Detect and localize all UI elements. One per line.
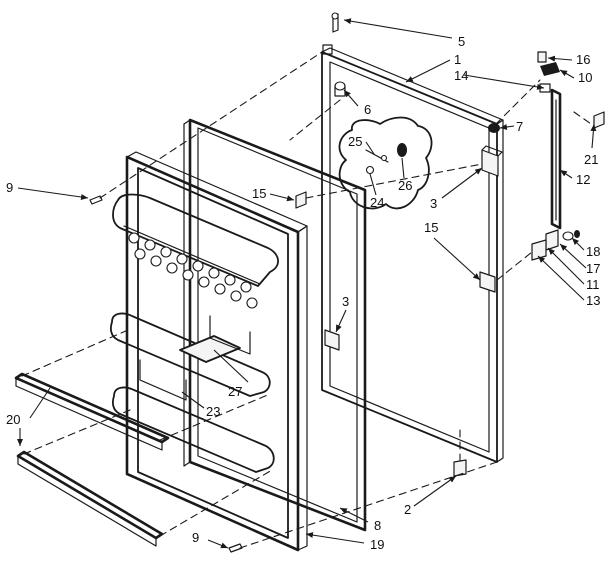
hinge-parts-18-17-11 <box>531 229 580 261</box>
lower-shelf <box>112 386 275 473</box>
outer-door-panel <box>321 44 504 463</box>
label-27: 27 <box>228 384 242 399</box>
label-9-upper: 9 <box>6 180 13 195</box>
label-3-upper: 3 <box>430 196 437 211</box>
bracket-15-left <box>295 191 307 209</box>
plug-7 <box>488 123 500 133</box>
label-12: 12 <box>576 172 590 187</box>
label-13: 13 <box>586 293 600 308</box>
hinge-bracket-15-right <box>479 271 496 293</box>
label-11: 11 <box>586 277 600 292</box>
label-16: 16 <box>576 52 590 67</box>
hinge-pin-12 <box>550 88 562 230</box>
screw-9-lower <box>228 543 243 553</box>
callout-labels: 5 1 16 14 10 6 7 25 21 26 12 9 15 3 24 1… <box>6 34 600 552</box>
door-gasket <box>183 118 367 532</box>
dairy-door-27 <box>179 335 241 363</box>
cover-21 <box>593 111 605 129</box>
label-15-right: 15 <box>424 220 438 235</box>
label-3-lower: 3 <box>342 294 349 309</box>
label-19: 19 <box>370 537 384 552</box>
label-24: 24 <box>370 195 384 210</box>
label-9-lower: 9 <box>192 530 199 545</box>
label-8: 8 <box>374 518 381 533</box>
leader-lines <box>17 18 597 549</box>
door-liner <box>125 151 308 552</box>
screw-9-upper <box>89 195 103 205</box>
label-23: 23 <box>206 404 220 419</box>
label-5: 5 <box>458 34 465 49</box>
shelf-bar-20-lower <box>16 450 164 547</box>
label-20: 20 <box>6 412 20 427</box>
door-stop-3-upper <box>481 145 503 177</box>
fastener-24-25 <box>365 149 389 175</box>
insulation-foam-patch <box>338 116 433 210</box>
screw-5 <box>331 12 339 33</box>
label-1: 1 <box>454 52 461 67</box>
alignment-lines <box>21 51 595 549</box>
label-26: 26 <box>398 178 412 193</box>
label-7: 7 <box>516 119 523 134</box>
middle-shelf <box>110 312 271 397</box>
label-6: 6 <box>364 102 371 117</box>
liner-dividers <box>139 315 251 401</box>
label-14: 14 <box>454 68 468 83</box>
egg-shelf <box>112 193 279 309</box>
cap-6 <box>334 81 346 97</box>
label-25: 25 <box>348 134 362 149</box>
label-10: 10 <box>578 70 592 85</box>
glide-2 <box>453 459 467 477</box>
label-18: 18 <box>586 244 600 259</box>
label-2: 2 <box>404 502 411 517</box>
label-17: 17 <box>586 261 600 276</box>
hinge-parts-16-10 <box>537 51 560 93</box>
door-stop-3-lower <box>324 329 340 351</box>
clip-26 <box>397 143 407 157</box>
label-21: 21 <box>584 152 598 167</box>
label-15-left: 15 <box>252 186 266 201</box>
shelf-bar-20-upper <box>14 372 170 451</box>
